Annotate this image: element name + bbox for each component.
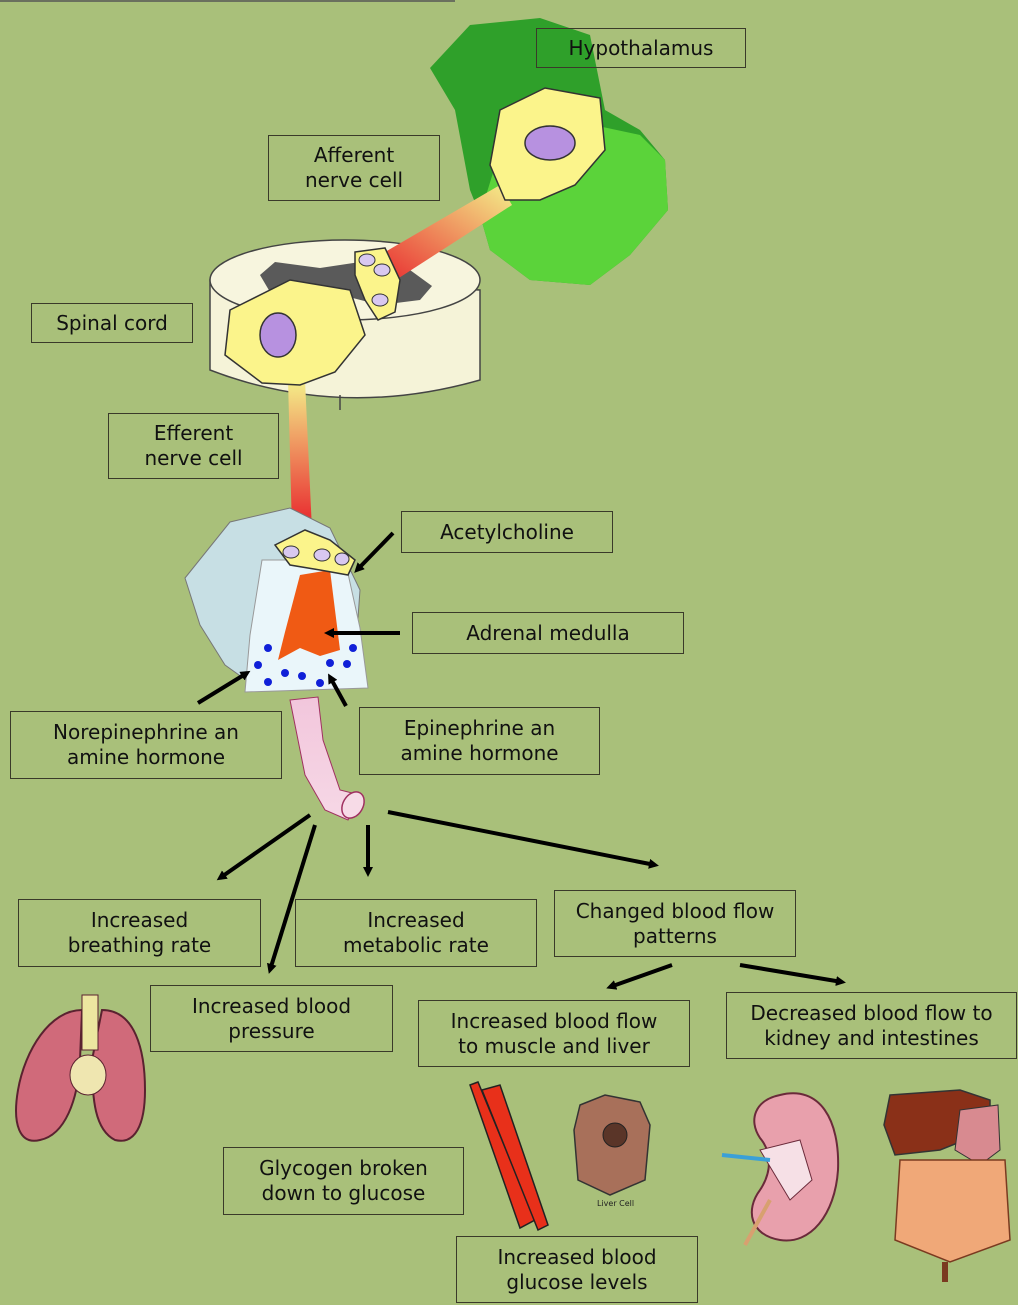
- label-epinephrine: Epinephrine an amine hormone: [359, 707, 600, 775]
- label-muscle-and-liver: Increased blood flow to muscle and liver: [418, 1000, 690, 1067]
- label-kidney-and-intestines: Decreased blood flow to kidney and intes…: [726, 992, 1017, 1059]
- digestive-organs-illustration: [884, 1090, 1010, 1282]
- label-norepinephrine: Norepinephrine an amine hormone: [10, 711, 282, 779]
- label-acetylcholine: Acetylcholine: [401, 511, 613, 553]
- label-changed-blood-flow: Changed blood flow patterns: [554, 890, 796, 957]
- label-increased-metabolic-rate: Increased metabolic rate: [295, 899, 537, 967]
- adrenal-gland: [185, 508, 368, 692]
- label-spinal-cord: Spinal cord: [31, 303, 193, 343]
- label-increased-breathing-rate: Increased breathing rate: [18, 899, 261, 967]
- blood-vessel: [290, 697, 369, 822]
- label-liver-cell: Liver Cell: [597, 1199, 634, 1208]
- label-increased-blood-pressure: Increased blood pressure: [150, 985, 393, 1052]
- label-efferent-nerve-cell: Efferent nerve cell: [108, 413, 279, 479]
- label-glycogen-broken-down: Glycogen broken down to glucose: [223, 1147, 464, 1215]
- muscle-fibers-illustration: [470, 1082, 548, 1230]
- liver-cell-illustration: [574, 1095, 650, 1195]
- lungs-illustration: [16, 995, 145, 1141]
- label-afferent-nerve-cell: Afferent nerve cell: [268, 135, 440, 201]
- efferent-neuron: [225, 280, 365, 530]
- label-hypothalamus: Hypothalamus: [536, 28, 746, 68]
- kidney-illustration: [722, 1093, 838, 1245]
- label-adrenal-medulla: Adrenal medulla: [412, 612, 684, 654]
- label-increased-blood-glucose: Increased blood glucose levels: [456, 1236, 698, 1303]
